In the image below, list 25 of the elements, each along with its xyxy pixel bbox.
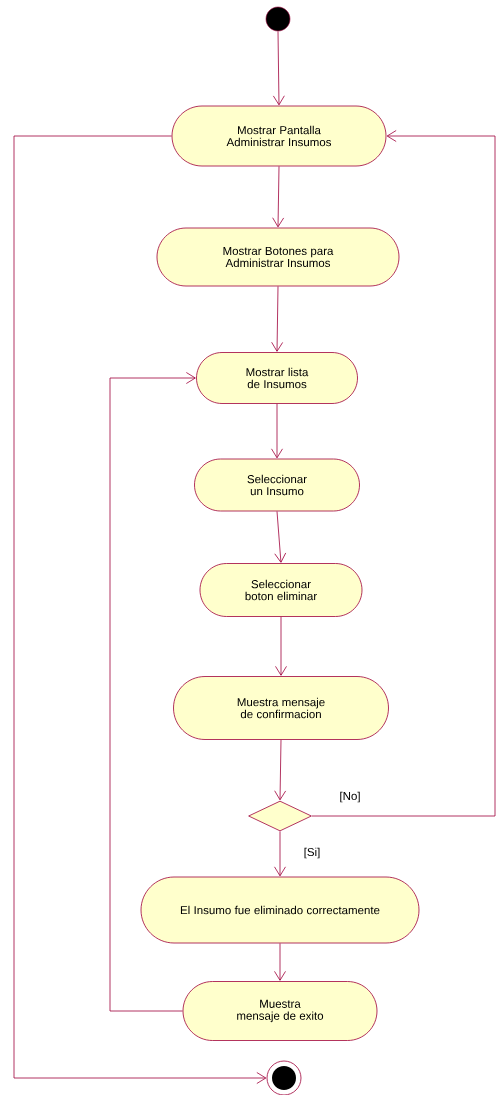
action-box: Seleccionar un Insumo [194,458,360,512]
action-box: Muestra mensaje de exito [182,981,378,1041]
edge-label: [Si] [302,846,322,860]
start-dot [265,6,291,32]
arrow [274,511,287,563]
edge-label: [No] [338,790,362,804]
action-box: Mostrar Pantalla Administrar Insumos [171,105,387,167]
arrow [274,739,287,801]
decision-diamond [248,800,312,832]
arrow [109,372,196,1012]
arrow [272,30,285,106]
action-box: El Insumo fue eliminado correctamente [140,876,420,944]
action-box: Seleccionar boton eliminar [199,563,363,617]
end-bullseye [266,1060,302,1095]
action-box: Mostrar lista de Insumos [196,352,358,404]
arrow [275,616,287,676]
arrow [274,831,286,877]
arrow [271,403,283,459]
arrow [272,166,285,228]
arrow [271,286,284,352]
arrow [13,135,267,1084]
action-box: Muestra mensaje de confirmacion [173,676,389,740]
arrow [274,943,286,981]
action-box: Mostrar Botones para Administrar Insumos [156,227,400,287]
arrow [311,130,496,817]
